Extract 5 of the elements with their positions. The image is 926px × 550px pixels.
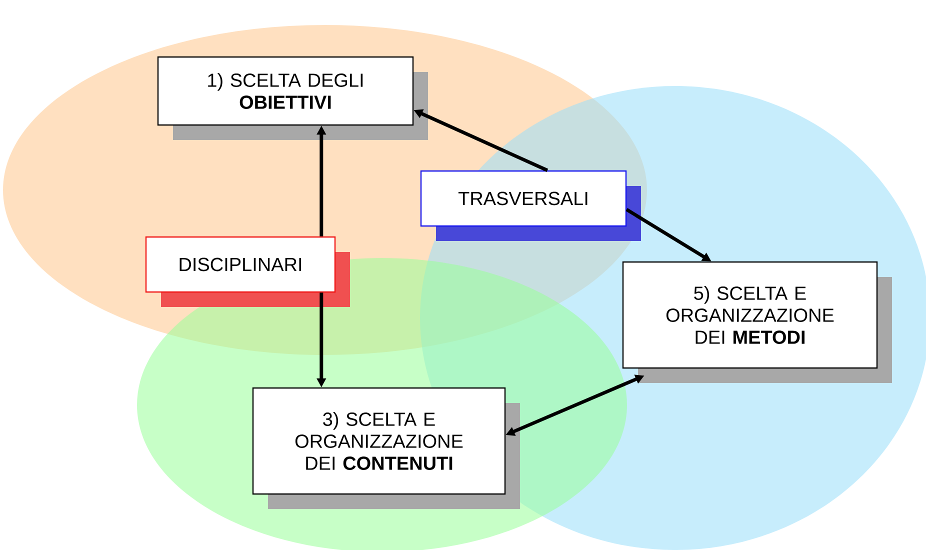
text-box: 3) SCELTA E ORGANIZZAZIONE DEI CONTENUTI bbox=[252, 387, 520, 509]
text-box: DISCIPLINARI bbox=[145, 236, 350, 307]
text-box: 1) SCELTA DEGLI OBIETTIVI bbox=[157, 56, 428, 140]
text-box: 5) SCELTA E ORGANIZZAZIONE DEI METODI bbox=[622, 261, 892, 383]
text-box: TRASVERSALI bbox=[420, 170, 641, 241]
